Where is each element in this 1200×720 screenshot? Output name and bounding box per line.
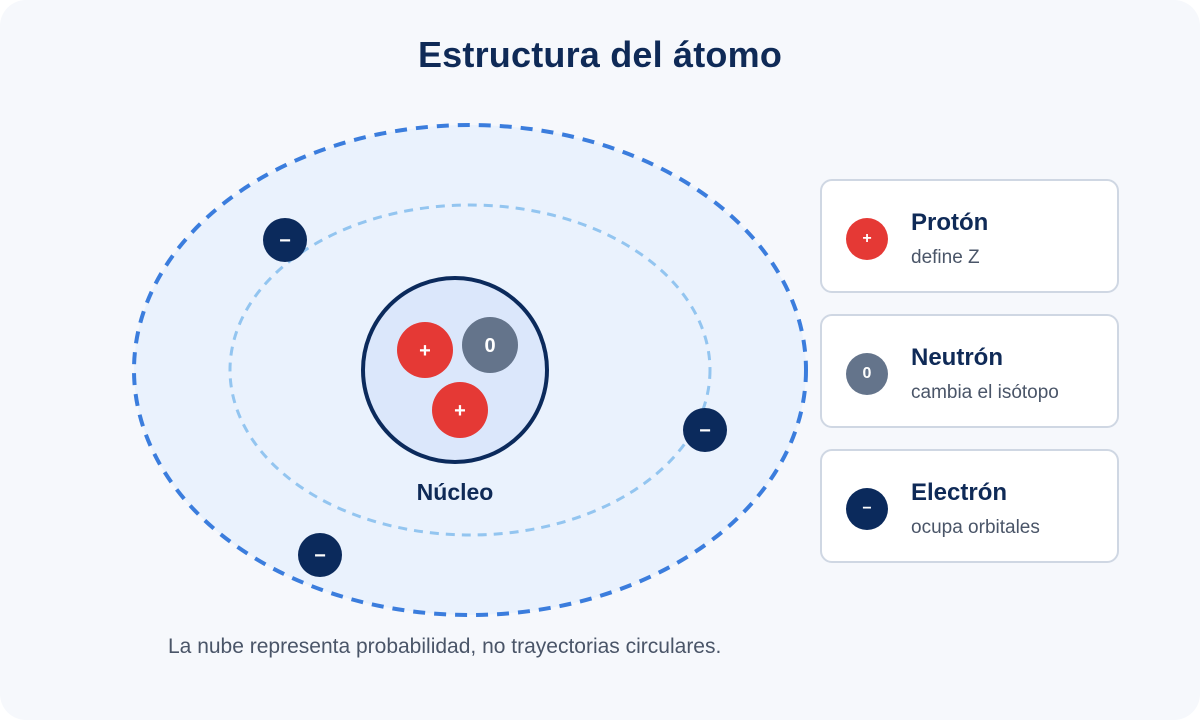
electron-2: −: [683, 408, 727, 452]
legend-description: ocupa orbitales: [911, 517, 1040, 538]
electron-icon: −: [846, 488, 888, 530]
page-title: Estructura del átomo: [417, 34, 783, 75]
nucleus-neutron: 0: [462, 317, 518, 373]
electron-2-symbol: −: [699, 420, 711, 442]
neutron-icon: 0: [846, 353, 888, 395]
legend-name: Neutrón: [911, 344, 1003, 371]
legend-description: define Z: [911, 247, 980, 268]
legend-card-neutron: 0 Neutrón cambia el isótopo: [820, 314, 1119, 428]
electron-3-symbol: −: [314, 545, 326, 567]
nucleus-label: Núcleo: [417, 479, 494, 505]
nucleus-proton-1: +: [397, 322, 453, 378]
nucleus-proton-1-symbol: +: [419, 340, 431, 362]
legend-description: cambia el isótopo: [911, 382, 1059, 403]
electron-3: −: [298, 533, 342, 577]
legend-name: Electrón: [911, 479, 1008, 506]
footnote: La nube representa probabilidad, no tray…: [168, 635, 722, 658]
inner-orbit: [228, 203, 712, 537]
electron-1-symbol: −: [279, 230, 291, 252]
legend-card-electron: − Electrón ocupa orbitales: [820, 449, 1119, 563]
legend-name: Protón: [911, 209, 989, 236]
proton-icon: +: [846, 218, 888, 260]
nucleus-proton-2: +: [432, 382, 488, 438]
electron-1: −: [263, 218, 307, 262]
nucleus-neutron-symbol: 0: [484, 335, 495, 357]
legend-card-proton: + Protón define Z: [820, 179, 1119, 293]
nucleus-proton-2-symbol: +: [454, 400, 466, 422]
outer-orbit: [132, 123, 808, 617]
